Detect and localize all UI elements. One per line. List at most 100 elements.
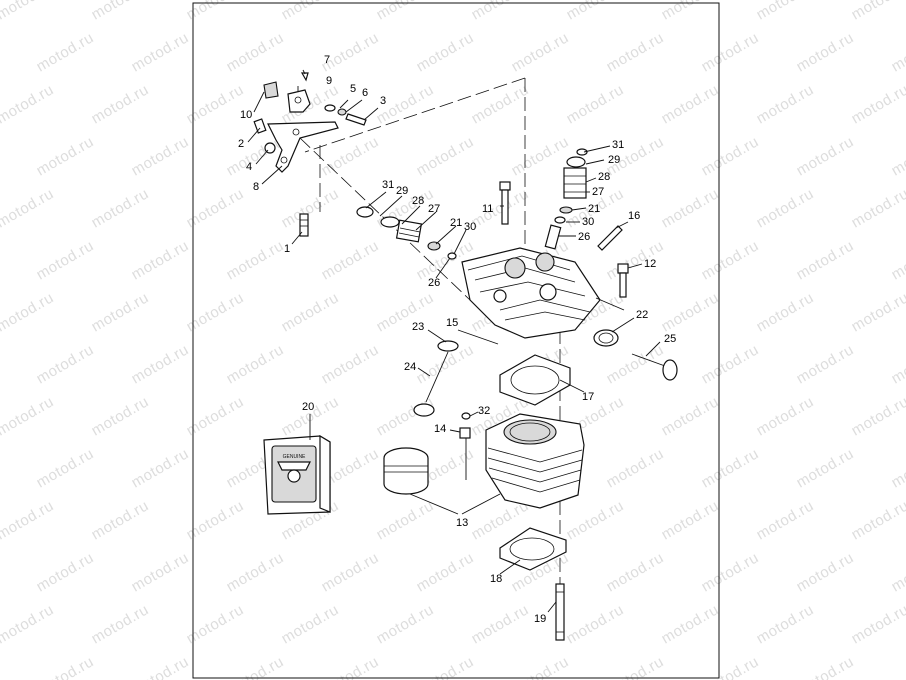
valve-24 bbox=[413, 351, 449, 417]
watermark-text: motod.ru bbox=[224, 29, 287, 75]
watermark-text: motod.ru bbox=[319, 29, 382, 75]
watermark-text: motod.ru bbox=[0, 497, 57, 543]
label-19: 19 bbox=[534, 613, 546, 625]
valve-spring-left bbox=[356, 206, 457, 260]
watermark-text: motod.ru bbox=[849, 185, 906, 231]
watermark-text: motod.ru bbox=[0, 445, 2, 491]
watermark-text: motod.ru bbox=[0, 0, 57, 23]
watermark-text: motod.ru bbox=[279, 185, 342, 231]
label-8: 8 bbox=[253, 181, 259, 193]
label-18: 18 bbox=[490, 573, 502, 585]
watermark-text: motod.ru bbox=[794, 133, 857, 179]
watermark-text: motod.ru bbox=[0, 81, 57, 127]
bolt-12 bbox=[617, 263, 629, 298]
label-4: 4 bbox=[246, 161, 252, 173]
watermark-text: motod.ru bbox=[659, 185, 722, 231]
watermark-text: motod.ru bbox=[34, 29, 97, 75]
watermark-text: motod.ru bbox=[279, 601, 342, 647]
watermark-text: motod.ru bbox=[469, 0, 532, 23]
watermark-text: motod.ru bbox=[699, 549, 762, 595]
watermark-text: motod.ru bbox=[604, 549, 667, 595]
o-ring-22 bbox=[593, 329, 619, 347]
label-20: 20 bbox=[302, 401, 314, 413]
watermark-text: motod.ru bbox=[0, 185, 57, 231]
watermark-text: motod.ru bbox=[754, 393, 817, 439]
watermark-text: motod.ru bbox=[889, 29, 906, 75]
watermark-text: motod.ru bbox=[564, 601, 627, 647]
watermark-text: motod.ru bbox=[414, 549, 477, 595]
watermark-text: motod.ru bbox=[0, 133, 2, 179]
watermark-text: motod.ru bbox=[89, 289, 152, 335]
label-11: 11 bbox=[482, 203, 493, 215]
gasket-kit-box: GENUINE bbox=[263, 434, 331, 515]
watermark-text: motod.ru bbox=[224, 341, 287, 387]
label-28-right: 28 bbox=[598, 171, 610, 183]
label-27-left: 27 bbox=[428, 203, 440, 215]
watermark-text: motod.ru bbox=[889, 445, 906, 491]
label-22: 22 bbox=[636, 309, 648, 321]
watermark-text: motod.ru bbox=[659, 601, 722, 647]
watermark-text: motod.ru bbox=[889, 133, 906, 179]
watermark-text: motod.ru bbox=[469, 601, 532, 647]
watermark-text: motod.ru bbox=[374, 289, 437, 335]
watermark-text: motod.ru bbox=[889, 341, 906, 387]
piston bbox=[383, 447, 429, 495]
fastener-parts bbox=[324, 104, 367, 126]
stud-19 bbox=[555, 583, 565, 641]
watermark-text: motod.ru bbox=[0, 29, 2, 75]
watermark-text: motod.ru bbox=[89, 393, 152, 439]
label-31-left: 31 bbox=[382, 179, 394, 191]
watermark-text: motod.ru bbox=[89, 185, 152, 231]
watermark-text: motod.ru bbox=[319, 549, 382, 595]
watermark-text: motod.ru bbox=[129, 549, 192, 595]
valve-spring-right bbox=[544, 148, 588, 250]
watermark-text: motod.ru bbox=[699, 445, 762, 491]
base-gasket bbox=[499, 527, 567, 571]
leader-lines bbox=[247, 69, 661, 613]
watermark-text: motod.ru bbox=[374, 0, 437, 23]
watermark-text: motod.ru bbox=[319, 237, 382, 283]
watermark-text: motod.ru bbox=[319, 341, 382, 387]
label-21-left: 21 bbox=[450, 217, 462, 229]
watermark-text: motod.ru bbox=[659, 81, 722, 127]
cylinder-head bbox=[461, 247, 601, 339]
watermark-text: motod.ru bbox=[754, 289, 817, 335]
label-32: 32 bbox=[478, 405, 490, 417]
label-29-right: 29 bbox=[608, 154, 620, 166]
watermark-text: motod.ru bbox=[889, 653, 906, 680]
label-31-right: 31 bbox=[612, 139, 624, 151]
watermark-text: motod.ru bbox=[0, 341, 2, 387]
watermark-text: motod.ru bbox=[319, 653, 382, 680]
label-2: 2 bbox=[238, 138, 244, 150]
label-17: 17 bbox=[582, 391, 594, 403]
label-27-right: 27 bbox=[592, 186, 604, 198]
label-1: 1 bbox=[284, 243, 290, 255]
watermark-text: motod.ru bbox=[659, 289, 722, 335]
bolt-1 bbox=[299, 213, 309, 237]
label-25: 25 bbox=[664, 333, 676, 345]
label-21-right: 21 bbox=[588, 203, 600, 215]
label-14: 14 bbox=[434, 423, 446, 435]
watermark-text: motod.ru bbox=[659, 393, 722, 439]
watermark-text: motod.ru bbox=[89, 0, 152, 23]
watermark-text: motod.ru bbox=[659, 497, 722, 543]
watermark-text: motod.ru bbox=[699, 29, 762, 75]
watermark-text: motod.ru bbox=[604, 445, 667, 491]
watermark-text: motod.ru bbox=[699, 237, 762, 283]
watermark-text: motod.ru bbox=[0, 601, 57, 647]
watermark-text: motod.ru bbox=[34, 341, 97, 387]
watermark-text: motod.ru bbox=[469, 81, 532, 127]
watermark-text: motod.ru bbox=[319, 133, 382, 179]
watermark-text: motod.ru bbox=[699, 133, 762, 179]
watermark-text: motod.ru bbox=[0, 653, 2, 680]
watermark-text: motod.ru bbox=[849, 601, 906, 647]
watermark-text: motod.ru bbox=[509, 29, 572, 75]
diagram-frame bbox=[192, 2, 720, 679]
watermark-text: motod.ru bbox=[604, 237, 667, 283]
watermark-text: motod.ru bbox=[34, 133, 97, 179]
label-29-left: 29 bbox=[396, 185, 408, 197]
label-24: 24 bbox=[404, 361, 416, 373]
watermark-text: motod.ru bbox=[374, 497, 437, 543]
